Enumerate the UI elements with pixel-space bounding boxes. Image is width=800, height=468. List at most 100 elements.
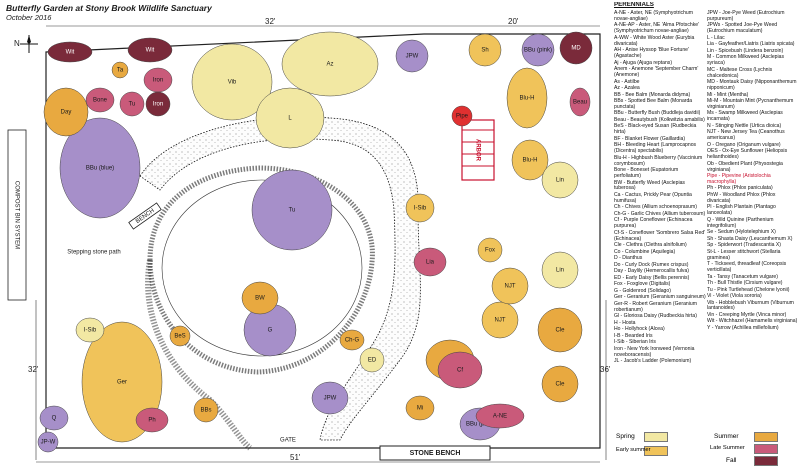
plant-shape bbox=[135, 407, 169, 433]
plant-marker: Ph bbox=[135, 407, 169, 433]
plant-shape bbox=[311, 381, 349, 415]
plant-marker: Vib bbox=[191, 43, 273, 121]
legend-entry: Cf-S - Coneflower 'Sombrero Salsa Red' (… bbox=[614, 229, 706, 242]
legend-entry: Cle - Clethra (Clethra alnifolium) bbox=[614, 242, 687, 249]
legend-entry: Ger - Geranium (Geranium sanguineum) bbox=[614, 294, 706, 301]
garden-plan: N 32' 20' 32' 36' 51' COMPOST BIN SYSTEM bbox=[7, 17, 611, 463]
plant-marker: Lia bbox=[413, 247, 447, 277]
plant-marker: Day bbox=[43, 87, 89, 137]
legend-entry: Mi-M - Mountain Mint (Pycnanthemum virgi… bbox=[707, 98, 794, 110]
plant-label: G bbox=[268, 328, 273, 334]
plant-label: Cle bbox=[555, 382, 565, 388]
plant-marker: Cle bbox=[537, 307, 583, 353]
plant-label: Lia bbox=[426, 260, 435, 266]
legend-entry: BF - Blanket Flower (Gaillardia) bbox=[614, 135, 686, 142]
plant-shape bbox=[37, 431, 59, 453]
legend-entry: Wit - Witchhazel (Hamamelis virginiana) bbox=[707, 318, 798, 325]
plant-label: A-NE bbox=[493, 414, 507, 420]
plant-marker: NJT bbox=[481, 301, 519, 339]
plant-marker: JPW bbox=[311, 381, 349, 415]
plant-label: Cle bbox=[555, 328, 565, 334]
plant-marker: Cle bbox=[541, 365, 579, 403]
legend-entry: BW - Butterfly Weed (Asclepias tuberosa) bbox=[614, 179, 685, 192]
plant-marker: Iron bbox=[145, 91, 171, 117]
plant-label: Pipe bbox=[456, 114, 469, 120]
stone-bench-label: STONE BENCH bbox=[410, 450, 461, 457]
legend-entry: Beau - Beautybush (Kolkwitzia amabilis) bbox=[614, 116, 705, 123]
legend-entry: Lin - Spicebush (Lindera benzoin) bbox=[707, 47, 784, 54]
plant-label: BBs bbox=[200, 408, 211, 414]
plant-marker: Ta bbox=[111, 61, 129, 79]
plant-shape bbox=[169, 325, 191, 347]
legend-entry: I-Sib - Siberian Iris bbox=[614, 339, 656, 346]
plant-marker: Wit bbox=[47, 41, 93, 63]
plant-shape bbox=[145, 91, 171, 117]
plant-marker: Blu-H bbox=[511, 139, 549, 181]
plant-label: Wit bbox=[66, 50, 75, 56]
swatch-summer bbox=[754, 432, 778, 442]
legend-entry: Bone - Boneset (Eupatorium perfoliatum) bbox=[614, 167, 679, 180]
legend-title: PERENNIALS bbox=[614, 2, 654, 8]
plant-marker: BW bbox=[241, 281, 279, 315]
plant-label: Ger bbox=[117, 380, 127, 386]
legend-entry: PhW - Woodland Phlox (Phlox divaricata) bbox=[707, 191, 776, 204]
plant-label: JP-W bbox=[41, 440, 56, 446]
legend-entry: Ch-G - Garlic Chives (Allium tuberosum) bbox=[614, 210, 706, 217]
plant-shape bbox=[251, 169, 333, 251]
plant-marker: Bone bbox=[85, 87, 115, 113]
plant-marker: ED bbox=[359, 347, 385, 373]
label-summer: Summer bbox=[714, 433, 739, 440]
plant-label: Sh bbox=[481, 48, 488, 54]
plant-marker: MD bbox=[559, 31, 593, 65]
stone-bench bbox=[379, 445, 491, 461]
legend-entry: Pl - English Plantain (Plantago lanceola… bbox=[707, 204, 776, 217]
legend-entry: I-B - Bearded Iris bbox=[614, 332, 653, 339]
plant-shape bbox=[241, 281, 279, 315]
legend-entry: A-WW - White Wood Aster (Eurybia divaric… bbox=[614, 34, 695, 47]
legend-entry: A-NE - Aster, NE (Symphyotrichum novae-a… bbox=[614, 10, 693, 22]
legend-entry: Az - Azalea bbox=[614, 85, 640, 92]
legend-entry: Lia - Gayfeather/Liatris (Liatris spicat… bbox=[707, 41, 795, 48]
plant-shape bbox=[255, 87, 325, 149]
legend-entry: Blu-H - Highbush Blueberry (Vaccinium co… bbox=[614, 154, 703, 167]
plant-shape bbox=[119, 91, 145, 117]
gravel-path-outer bbox=[139, 116, 421, 441]
legend-entry: Ch - Chives (Allium schoenoprasum) bbox=[614, 204, 697, 211]
map-title: Butterfly Garden at Stony Brook Wildlife… bbox=[6, 3, 212, 13]
plant-marker: I-Sib bbox=[75, 317, 105, 343]
plant-label: Iron bbox=[153, 102, 163, 108]
plant-label: Blu-H bbox=[519, 96, 534, 102]
plant-label: BW bbox=[255, 296, 265, 302]
plant-shape bbox=[511, 139, 549, 181]
legend-panel: PERENNIALS A-NE - Aster, NE (Symphyotric… bbox=[614, 2, 798, 420]
plant-marker: BBu (blue) bbox=[59, 117, 141, 219]
label-early-summer: Early summer bbox=[616, 447, 651, 453]
plant-shape bbox=[541, 161, 579, 199]
plant-marker: JPW bbox=[395, 39, 429, 73]
plant-shape bbox=[491, 267, 529, 305]
legend-entry: Ms - Swamp Milkweed (Asclepias incarnata… bbox=[707, 110, 783, 123]
plant-label: NJT bbox=[505, 284, 516, 290]
plant-label: Ch-G bbox=[345, 338, 360, 344]
label-spring: Spring bbox=[616, 433, 635, 440]
plant-label: JPW bbox=[406, 54, 419, 60]
dim-bottom: 51' bbox=[290, 453, 301, 462]
legend-column-1: A-NE - Aster, NE (Symphyotrichum novae-a… bbox=[614, 10, 706, 366]
plant-shape bbox=[405, 395, 435, 421]
plant-marker: BBu (pink) bbox=[521, 33, 555, 67]
legend-entry: Gl - Gloriosa Daisy (Rudbeckia hirta) bbox=[614, 313, 697, 320]
plant-shape bbox=[541, 251, 579, 289]
legend-entry: BBu - Butterfly Bush (Buddleja davidii) bbox=[614, 110, 701, 117]
plant-label: Blu-H bbox=[522, 158, 537, 164]
plant-shape bbox=[475, 403, 525, 429]
legend-entry: AH - Anise Hyssop 'Blue Fortune' (Agasta… bbox=[614, 47, 689, 60]
legend-entry: Vi - Violet (Viola sororia) bbox=[707, 293, 762, 299]
plant-shape bbox=[39, 405, 69, 431]
arbor-label: ARBOR bbox=[474, 139, 480, 162]
plant-label: Day bbox=[61, 110, 72, 116]
compost-bin-label: COMPOST BIN SYSTEM bbox=[13, 181, 19, 249]
plant-shape bbox=[193, 397, 219, 423]
label-fall: Fall bbox=[726, 457, 737, 464]
plant-label: MD bbox=[571, 46, 581, 52]
compass-rose: N bbox=[14, 35, 38, 53]
